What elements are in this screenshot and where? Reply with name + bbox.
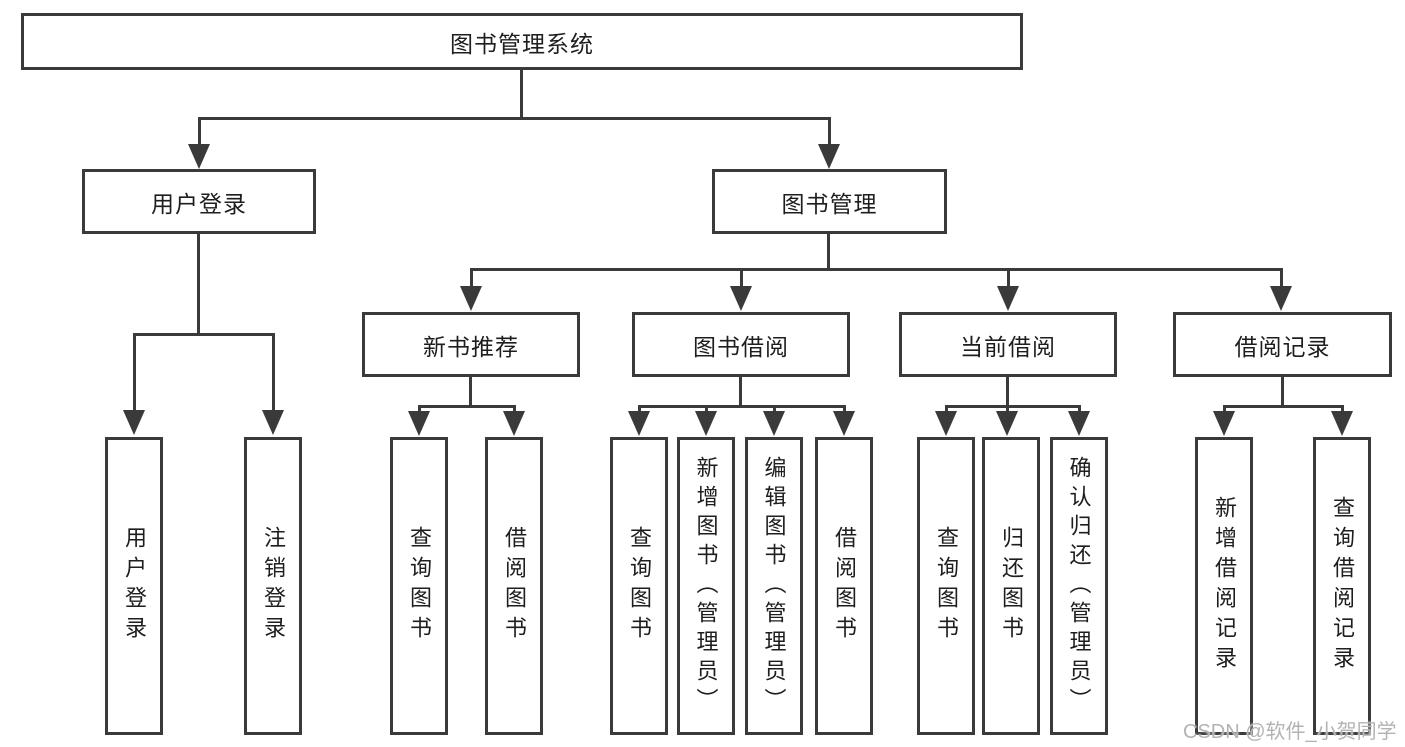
csdn-watermark: CSDN @软件_小贺同学 [1183,721,1397,743]
connector-line [828,117,831,144]
arrow-down-icon [695,411,717,436]
leaf-add-borrow-record-label: 新增借阅记录 [1212,496,1237,676]
node-book-borrowing-label: 图书借阅 [693,333,789,360]
arrow-down-icon [123,410,145,435]
node-book-management: 图书管理 [712,169,947,234]
connector-line [945,405,1081,408]
connector-line [1006,405,1009,412]
leaf-query-books-1-label: 查询图书 [407,526,432,646]
leaf-add-books-label: 新增图书（管理员） [693,455,719,717]
arrow-down-icon [996,411,1018,436]
connector-line [513,405,516,412]
node-borrowing-records: 借阅记录 [1173,312,1392,377]
connector-line [470,268,1283,271]
connector-line [638,405,846,408]
node-user-login: 用户登录 [82,169,316,234]
arrow-down-icon [503,411,525,436]
connector-line [1006,377,1009,408]
leaf-user-login-label: 用户登录 [122,526,147,646]
connector-line [133,333,275,336]
arrow-down-icon [408,411,430,436]
arrow-down-icon [1270,286,1292,311]
connector-line [1078,405,1081,412]
connector-line [418,405,421,412]
connector-line [705,405,708,412]
connector-line [773,405,776,412]
connector-line [843,405,846,412]
arrow-down-icon [997,286,1019,311]
leaf-query-books-3-label: 查询图书 [934,526,959,646]
arrow-down-icon [730,286,752,311]
arrow-down-icon [1213,411,1235,436]
node-current-borrowing-label: 当前借阅 [960,333,1056,360]
leaf-confirm-return: 确认归还（管理员） [1050,437,1108,735]
leaf-logout: 注销登录 [244,437,302,735]
leaf-return-books: 归还图书 [982,437,1040,735]
connector-line [418,405,516,408]
leaf-add-books: 新增图书（管理员） [677,437,735,735]
leaf-query-borrow-record-label: 查询借阅记录 [1330,496,1355,676]
leaf-edit-books: 编辑图书（管理员） [745,437,803,735]
connector-line [1280,268,1283,286]
arrow-down-icon [763,411,785,436]
leaf-borrow-books-2-label: 借阅图书 [832,526,857,646]
leaf-borrow-books-1-label: 借阅图书 [502,526,527,646]
leaf-query-books-2-label: 查询图书 [627,526,652,646]
node-borrowing-records-label: 借阅记录 [1234,333,1331,360]
node-book-management-label: 图书管理 [781,190,878,217]
connector-line [520,70,523,118]
node-root: 图书管理系统 [21,13,1023,70]
arrow-down-icon [1331,411,1353,436]
connector-line [1223,405,1226,412]
connector-line [739,377,742,408]
connector-line [1341,405,1344,412]
leaf-add-borrow-record: 新增借阅记录 [1195,437,1253,735]
node-current-borrowing: 当前借阅 [899,312,1117,377]
connector-line [1007,268,1010,286]
leaf-return-books-label: 归还图书 [999,526,1024,646]
leaf-borrow-books-2: 借阅图书 [815,437,873,735]
arrow-down-icon [1068,411,1090,436]
connector-line [198,117,201,144]
leaf-user-login: 用户登录 [105,437,163,735]
arrow-down-icon [262,410,284,435]
node-book-borrowing: 图书借阅 [632,312,850,377]
leaf-confirm-return-label: 确认归还（管理员） [1066,455,1092,717]
connector-line [1223,405,1344,408]
leaf-query-books-2: 查询图书 [610,437,668,735]
node-root-label: 图书管理系统 [450,30,594,57]
leaf-borrow-books-1: 借阅图书 [485,437,543,735]
arrow-down-icon [935,411,957,436]
connector-line [740,268,743,286]
connector-line [1281,377,1284,408]
connector-line [272,333,275,410]
connector-line [197,234,200,335]
leaf-query-borrow-record: 查询借阅记录 [1313,437,1371,735]
arrow-down-icon [833,411,855,436]
connector-line [198,117,831,120]
node-new-book-recommend: 新书推荐 [362,312,580,377]
arrow-down-icon [818,144,840,169]
node-user-login-label: 用户登录 [151,190,247,217]
leaf-edit-books-label: 编辑图书（管理员） [761,455,787,717]
arrow-down-icon [628,411,650,436]
connector-line [827,234,830,271]
leaf-query-books-3: 查询图书 [917,437,975,735]
node-new-book-recommend-label: 新书推荐 [423,333,519,360]
connector-line [945,405,948,412]
connector-line [638,405,641,412]
connector-line [469,377,472,408]
connector-line [470,268,473,286]
leaf-logout-label: 注销登录 [261,526,286,646]
connector-line [133,333,136,410]
leaf-query-books-1: 查询图书 [390,437,448,735]
arrow-down-icon [460,286,482,311]
arrow-down-icon [188,144,210,169]
